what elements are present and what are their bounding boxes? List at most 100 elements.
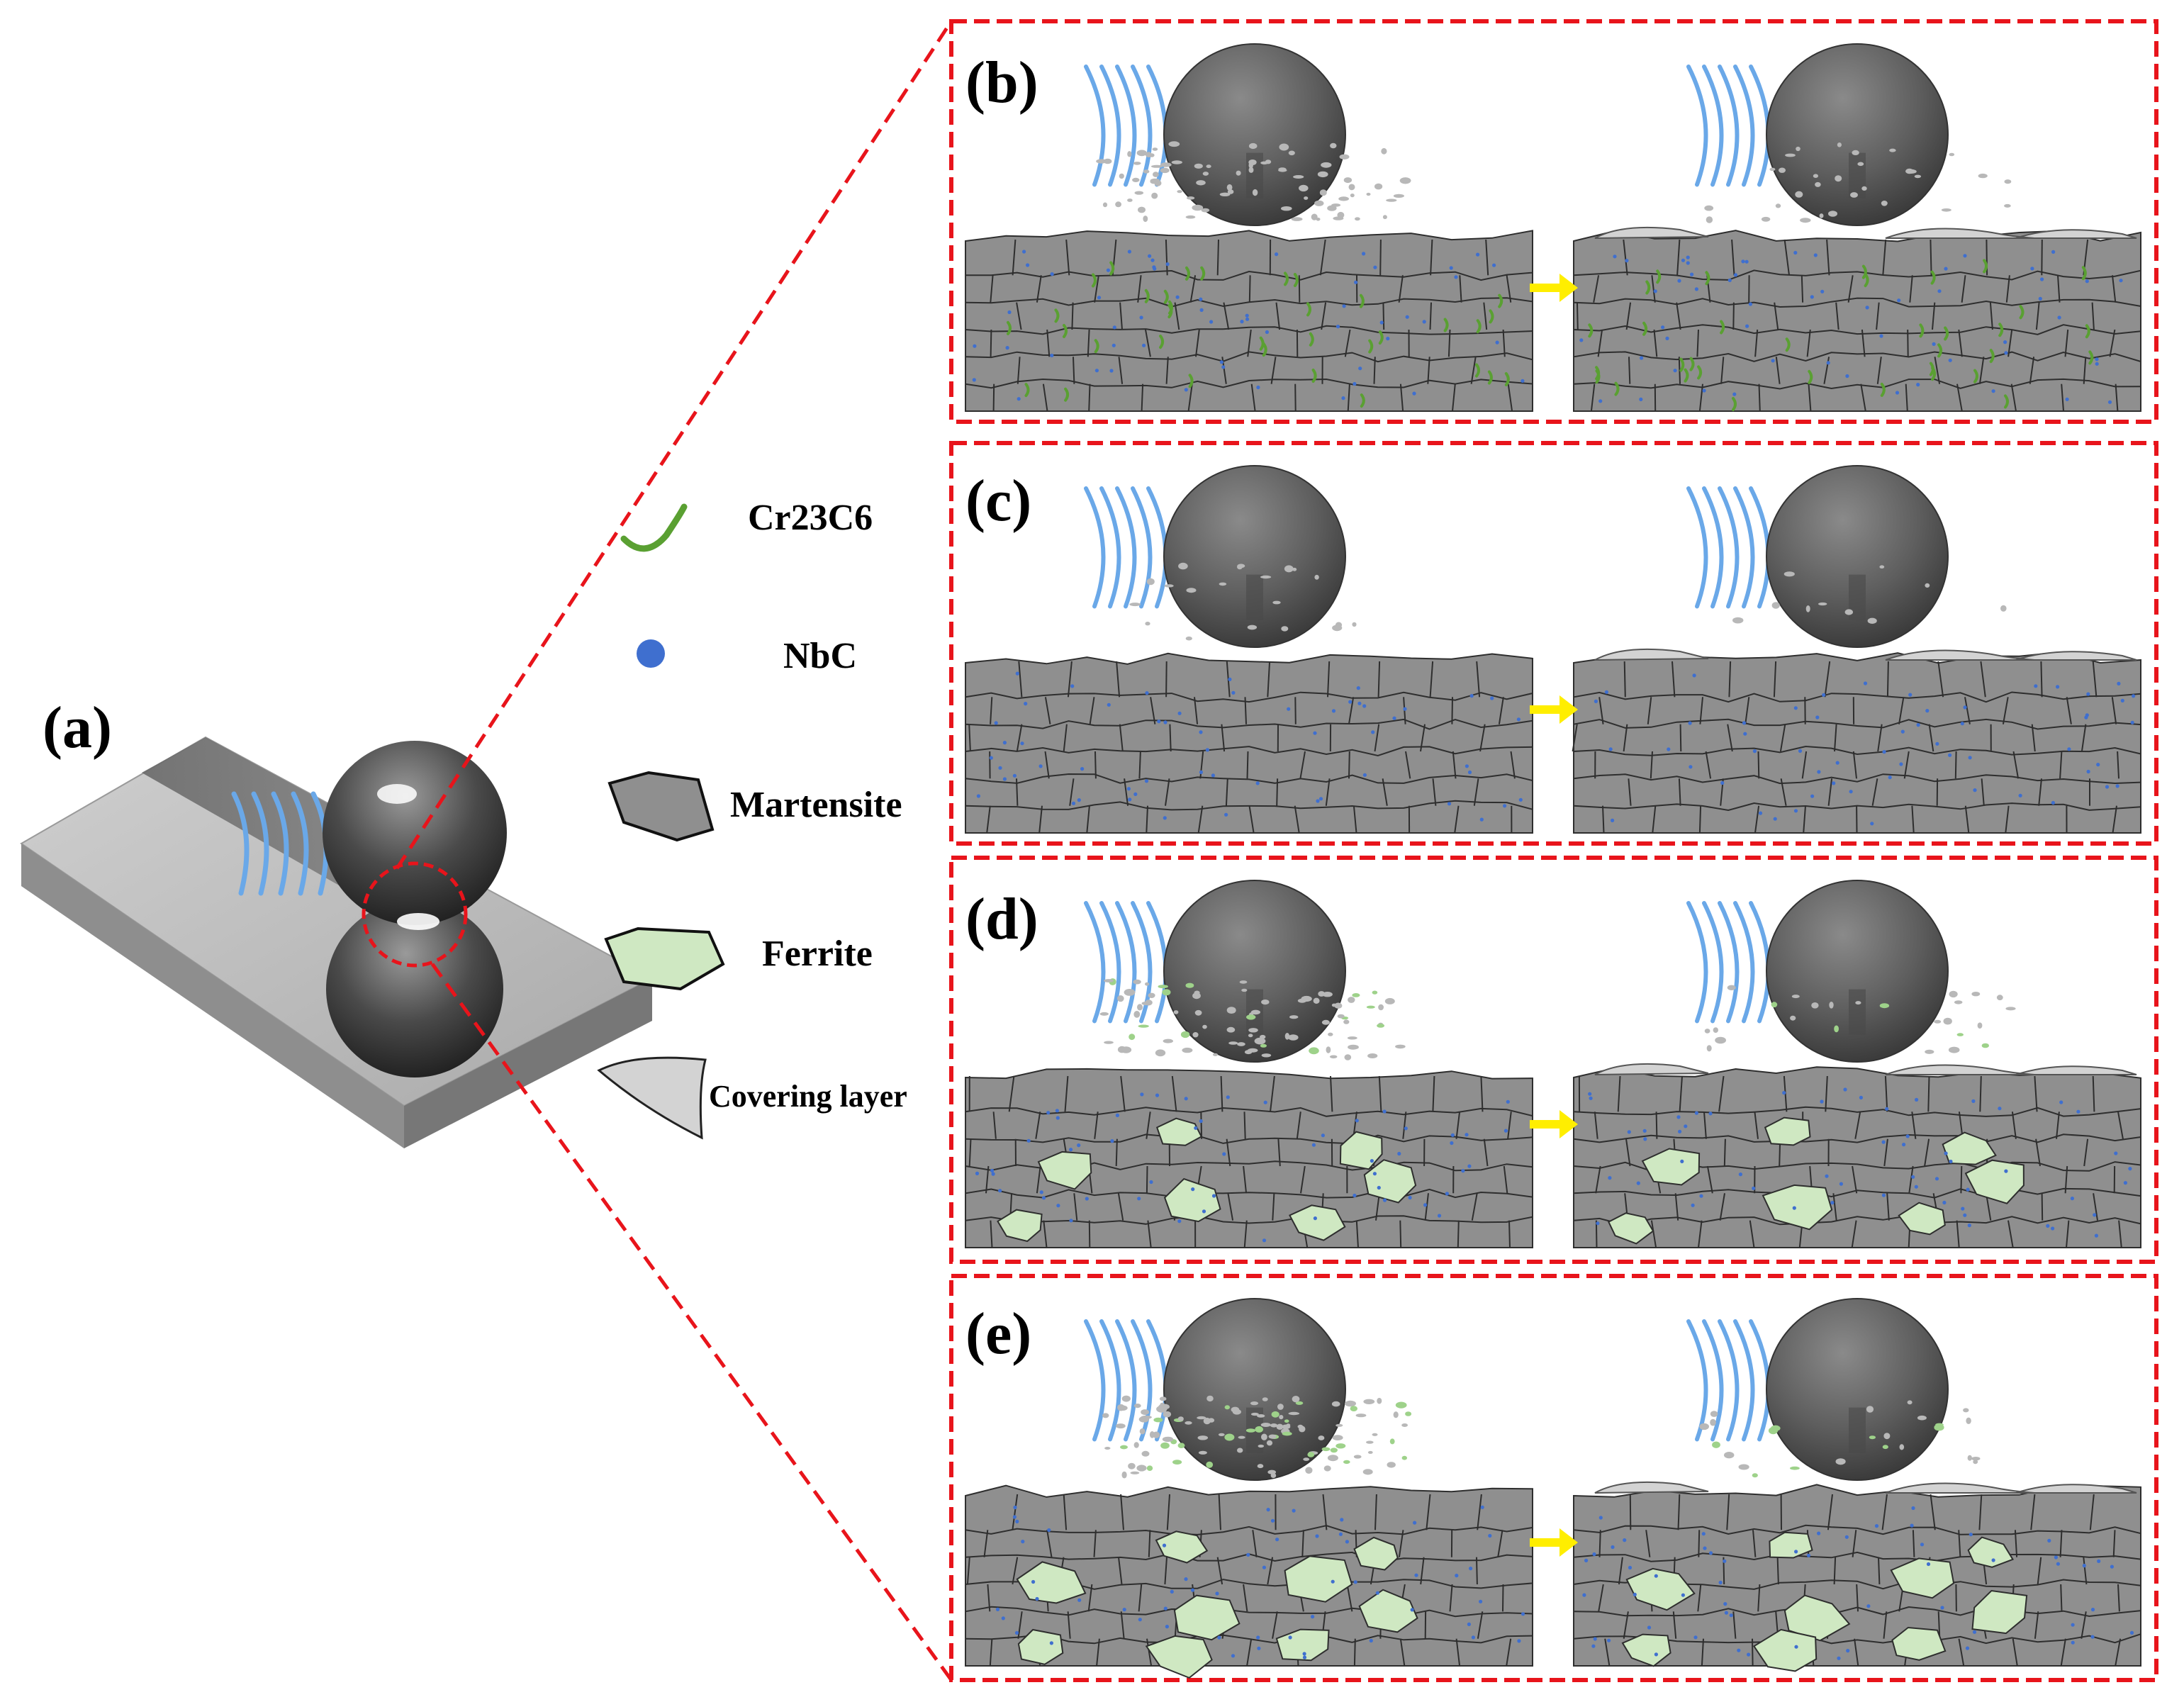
wear-debris [1277,1424,1284,1430]
nbc-particle [1191,1187,1194,1191]
nbc-particle [1042,1196,1046,1199]
nbc-particle [1481,1506,1484,1509]
wear-debris [1279,144,1289,151]
wear-debris [1850,192,1858,198]
nbc-particle [1640,356,1643,359]
wear-debris [1100,1012,1109,1016]
nbc-particle [1963,1214,1966,1217]
nbc-particle [973,345,976,348]
grain-boundary [1374,357,1375,383]
wear-debris [1349,184,1355,191]
wear-debris [1246,1014,1255,1019]
wear-debris [1202,1025,1207,1029]
nbc-particle [1942,1201,1946,1204]
wear-debris [1350,194,1355,197]
wear-debris [1115,201,1121,207]
legend-ferrite-symbol [606,929,723,989]
wear-debris [1271,1473,1277,1478]
wear-debris [1772,602,1780,609]
nbc-particle [1883,750,1886,754]
nbc-particle [1944,1151,1948,1155]
nbc-particle [1836,761,1839,765]
wear-debris [1153,147,1158,151]
panel-label-c: (c) [965,471,1031,531]
grain-boundary [1147,1166,1148,1193]
grain-boundary [1630,1494,1631,1530]
wear-debris [1396,1402,1407,1409]
test-specimen-overview [21,737,652,1148]
nbc-particle [1178,712,1182,715]
legend-label-nbc: NbC [783,638,857,675]
wear-debris [1715,1037,1726,1044]
wear-debris [1134,1404,1141,1408]
nbc-particle [1613,254,1616,258]
nbc-particle [1362,704,1366,707]
wear-debris [1883,1445,1888,1449]
wear-debris [1954,1000,1963,1004]
nbc-particle [2047,1539,2051,1543]
wear-debris [1248,625,1257,630]
nbc-particle [973,378,976,381]
nbc-particle [1686,256,1690,259]
nbc-particle [1969,1533,1973,1536]
nbc-particle [1695,1112,1698,1115]
nbc-particle [1643,1129,1647,1133]
nbc-particle [1895,391,1899,394]
nbc-particle [1185,1097,1188,1100]
nbc-particle [1703,1547,1706,1550]
wear-debris [1102,1413,1109,1418]
wear-debris [1138,1025,1149,1028]
ball-icon [323,741,507,925]
panels-layer [965,44,2141,1678]
wear-debris [1394,194,1404,198]
nbc-particle [1517,717,1521,721]
legend-label-covering-layer: Covering layer [709,1081,907,1112]
panel-label-b: (b) [965,53,1038,113]
nbc-particle [1879,334,1883,337]
nbc-particle [1837,1657,1840,1660]
nbc-particle [1165,1625,1169,1628]
wear-debris [1281,626,1288,631]
nbc-particle [1163,1544,1166,1547]
nbc-particle [1220,360,1223,364]
wear-debris [1367,1006,1375,1009]
wear-debris [1187,588,1197,593]
nbc-particle [1256,1635,1260,1639]
nbc-particle [1674,369,1677,372]
grain-boundary [1878,1557,1879,1584]
nbc-particle [1138,1618,1142,1621]
nbc-particle [1035,1597,1038,1601]
wear-debris [1713,1027,1718,1033]
wear-debris [1104,1447,1110,1450]
legend-label-cr23c6: Cr23C6 [748,500,873,537]
legend-label-martensite: Martensite [730,787,902,824]
nbc-particle [1450,1141,1453,1145]
wear-debris [1182,1048,1192,1053]
nbc-particle [1275,1538,1279,1541]
nbc-particle [1438,1214,1441,1217]
nbc-particle [1257,1647,1260,1650]
wear-debris [1949,153,1955,157]
grain-boundary [1700,806,1701,833]
nbc-particle [1925,709,1929,712]
nbc-particle [2097,1560,2100,1563]
wear-debris [1806,605,1810,612]
grain-boundary [1629,357,1630,383]
wear-debris [1328,1455,1338,1461]
wear-debris [1348,1045,1359,1050]
wear-debris [1345,1054,1352,1060]
nbc-particle [2051,1226,2054,1230]
nbc-particle [1194,1126,1197,1130]
wear-debris [1337,212,1344,218]
nbc-particle [1206,748,1209,751]
nbc-particle [1077,1143,1080,1147]
wear-debris [1324,1465,1331,1471]
nbc-particle [1794,706,1798,710]
grain-boundary [1802,275,1803,302]
nbc-particle [2130,1631,2134,1635]
nbc-particle [1021,1540,1024,1543]
nbc-particle [1341,396,1345,400]
wear-debris [1815,182,1821,187]
wear-debris [1251,1413,1259,1416]
wear-debris [1279,1415,1283,1419]
